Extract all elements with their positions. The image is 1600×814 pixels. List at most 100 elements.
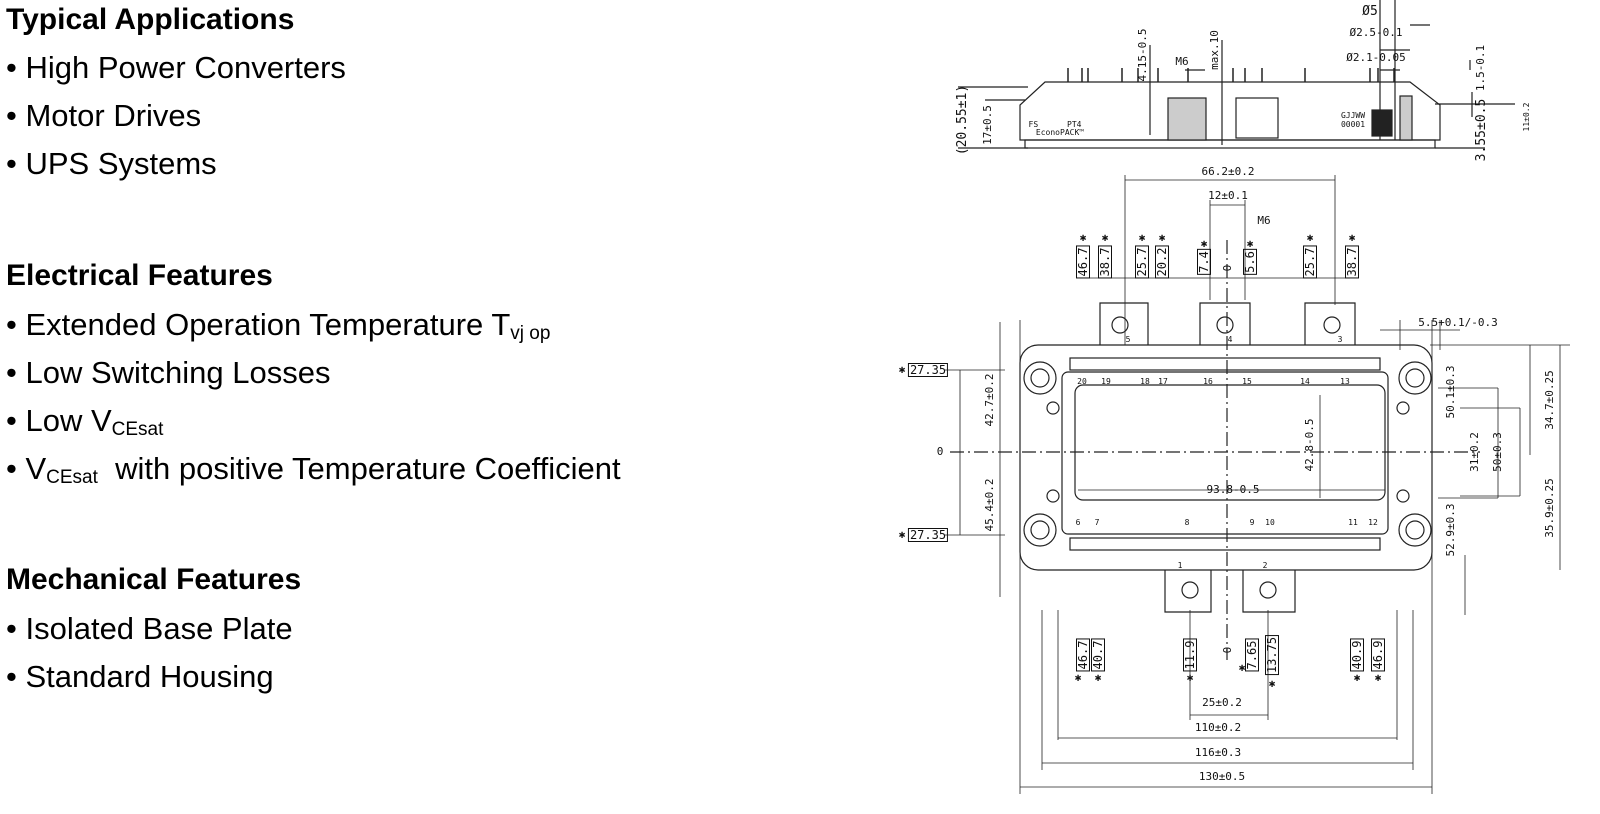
star: ✱ — [1306, 231, 1314, 244]
marking-text: EconoPACK™ — [1035, 128, 1085, 137]
star: ✱ — [898, 363, 906, 376]
dim-box: 11.9 — [1183, 638, 1197, 672]
dim-label: 1.5-0.1 — [1474, 44, 1487, 92]
pin-number: 6 — [1075, 518, 1081, 527]
star: ✱ — [1268, 677, 1276, 690]
dim-box: 27.35 — [907, 363, 949, 377]
dim-label: 35.9±0.25 — [1543, 478, 1556, 538]
dim-label: 130±0.5 — [1198, 770, 1246, 783]
star: ✱ — [1186, 671, 1194, 684]
dim-box: 27.35 — [907, 528, 949, 542]
pin-number: 10 — [1265, 518, 1275, 527]
dim-box: 20.2 — [1155, 245, 1169, 279]
dim-box: 5.6 — [1243, 249, 1257, 275]
star: ✱ — [1353, 671, 1361, 684]
list-item: • Low VCEsat — [6, 403, 164, 440]
dim-label: 31±0.2 — [1468, 432, 1481, 472]
dim-label: 4.15-0.5 — [1136, 28, 1149, 82]
pin-number: 16 — [1203, 377, 1213, 386]
electrical-features-heading: Electrical Features — [6, 259, 273, 292]
list-item: • VCEsat with positive Temperature Coeff… — [6, 451, 621, 488]
dim-box: 40.7 — [1091, 638, 1105, 672]
star: ✱ — [1200, 237, 1208, 250]
typical-applications-heading: Typical Applications — [6, 3, 295, 36]
star: ✱ — [1238, 661, 1246, 674]
dim-label: 0 — [1221, 264, 1234, 272]
dim-box: 13.75 — [1265, 634, 1279, 676]
dim-label: 52.9±0.3 — [1444, 503, 1457, 557]
dim-label: 110±0.2 — [1194, 721, 1242, 734]
dim-box: 25.7 — [1135, 245, 1149, 279]
pin-number: 13 — [1340, 377, 1350, 386]
dim-box: 46.7 — [1076, 638, 1090, 672]
top-view — [945, 175, 1570, 794]
dim-box: 40.9 — [1350, 638, 1364, 672]
dim-label: M6 — [1175, 55, 1189, 68]
side-view — [958, 0, 1515, 149]
dim-box: 38.7 — [1098, 245, 1112, 279]
dim-box: 38.7 — [1345, 245, 1359, 279]
pin-number: 19 — [1101, 377, 1111, 386]
pin-number: 9 — [1249, 518, 1255, 527]
pin-number: 11 — [1348, 518, 1358, 527]
list-item: • Extended Operation Temperature Tvj op — [6, 307, 551, 344]
pin-number: 8 — [1184, 518, 1190, 527]
list-item: • Motor Drives — [6, 98, 202, 133]
terminal-number: 3 — [1337, 335, 1343, 344]
terminal-number: 4 — [1227, 335, 1233, 344]
dim-label: 5.5+0.1/-0.3 — [1418, 316, 1498, 329]
star: ✱ — [1138, 231, 1146, 244]
dim-label: 12±0.1 — [1208, 189, 1248, 202]
dim-label: 0 — [1221, 646, 1234, 654]
marking-text: 00001 — [1340, 120, 1366, 129]
mechanical-features-heading: Mechanical Features — [6, 563, 302, 596]
star: ✱ — [1246, 237, 1254, 250]
star: ✱ — [1094, 671, 1102, 684]
dim-box: 25.7 — [1303, 245, 1317, 279]
terminal-number: 5 — [1125, 335, 1131, 344]
dim-label: 50.1±0.3 — [1444, 365, 1457, 419]
list-item: • Standard Housing — [6, 659, 274, 694]
dim-label: 11±0.2 — [1522, 102, 1531, 132]
dim-label: 50±0.3 — [1491, 432, 1504, 472]
dim-label: 93.8-0.5 — [1206, 483, 1260, 496]
dim-label: 34.7±0.25 — [1543, 370, 1556, 430]
dim-label: (20.55±1) — [955, 84, 970, 156]
dim-box: 7.65 — [1245, 638, 1259, 672]
pin-number: 7 — [1094, 518, 1100, 527]
star: ✱ — [898, 528, 906, 541]
dim-label: 25±0.2 — [1202, 696, 1242, 709]
star: ✱ — [1079, 231, 1087, 244]
list-item: • Isolated Base Plate — [6, 611, 293, 646]
dim-label: 42.7±0.2 — [983, 373, 996, 427]
pin-number: 15 — [1242, 377, 1252, 386]
pin-number: 20 — [1077, 377, 1087, 386]
dim-label: 3.55±0.5 — [1474, 98, 1489, 162]
dim-box: 46.9 — [1371, 638, 1385, 672]
dim-label: Ø2.1-0.05 — [1346, 51, 1406, 64]
pin-number: 14 — [1300, 377, 1310, 386]
marking-text: FS PT4 — [1028, 120, 1082, 129]
dim-box: 7.4 — [1197, 249, 1211, 275]
list-item: • High Power Converters — [6, 50, 346, 85]
dim-label: M6 — [1257, 214, 1271, 227]
pin-number: 18 — [1140, 377, 1150, 386]
star: ✱ — [1374, 671, 1382, 684]
dim-label: 42.8-0.5 — [1303, 418, 1316, 472]
dim-label: 17±0.5 — [981, 105, 994, 145]
star: ✱ — [1158, 231, 1166, 244]
dim-label: Ø5 — [1362, 4, 1378, 19]
terminal-number: 2 — [1262, 561, 1268, 570]
terminal-number: 1 — [1177, 561, 1183, 570]
dim-label: 116±0.3 — [1194, 746, 1242, 759]
pin-number: 17 — [1158, 377, 1168, 386]
star: ✱ — [1348, 231, 1356, 244]
star: ✱ — [1101, 231, 1109, 244]
marking-text: GJJWW — [1340, 111, 1366, 120]
dim-label: max.10 — [1208, 30, 1221, 70]
dim-label: 45.4±0.2 — [983, 478, 996, 532]
list-item: • Low Switching Losses — [6, 355, 331, 390]
pin-number: 12 — [1368, 518, 1378, 527]
star: ✱ — [1074, 671, 1082, 684]
